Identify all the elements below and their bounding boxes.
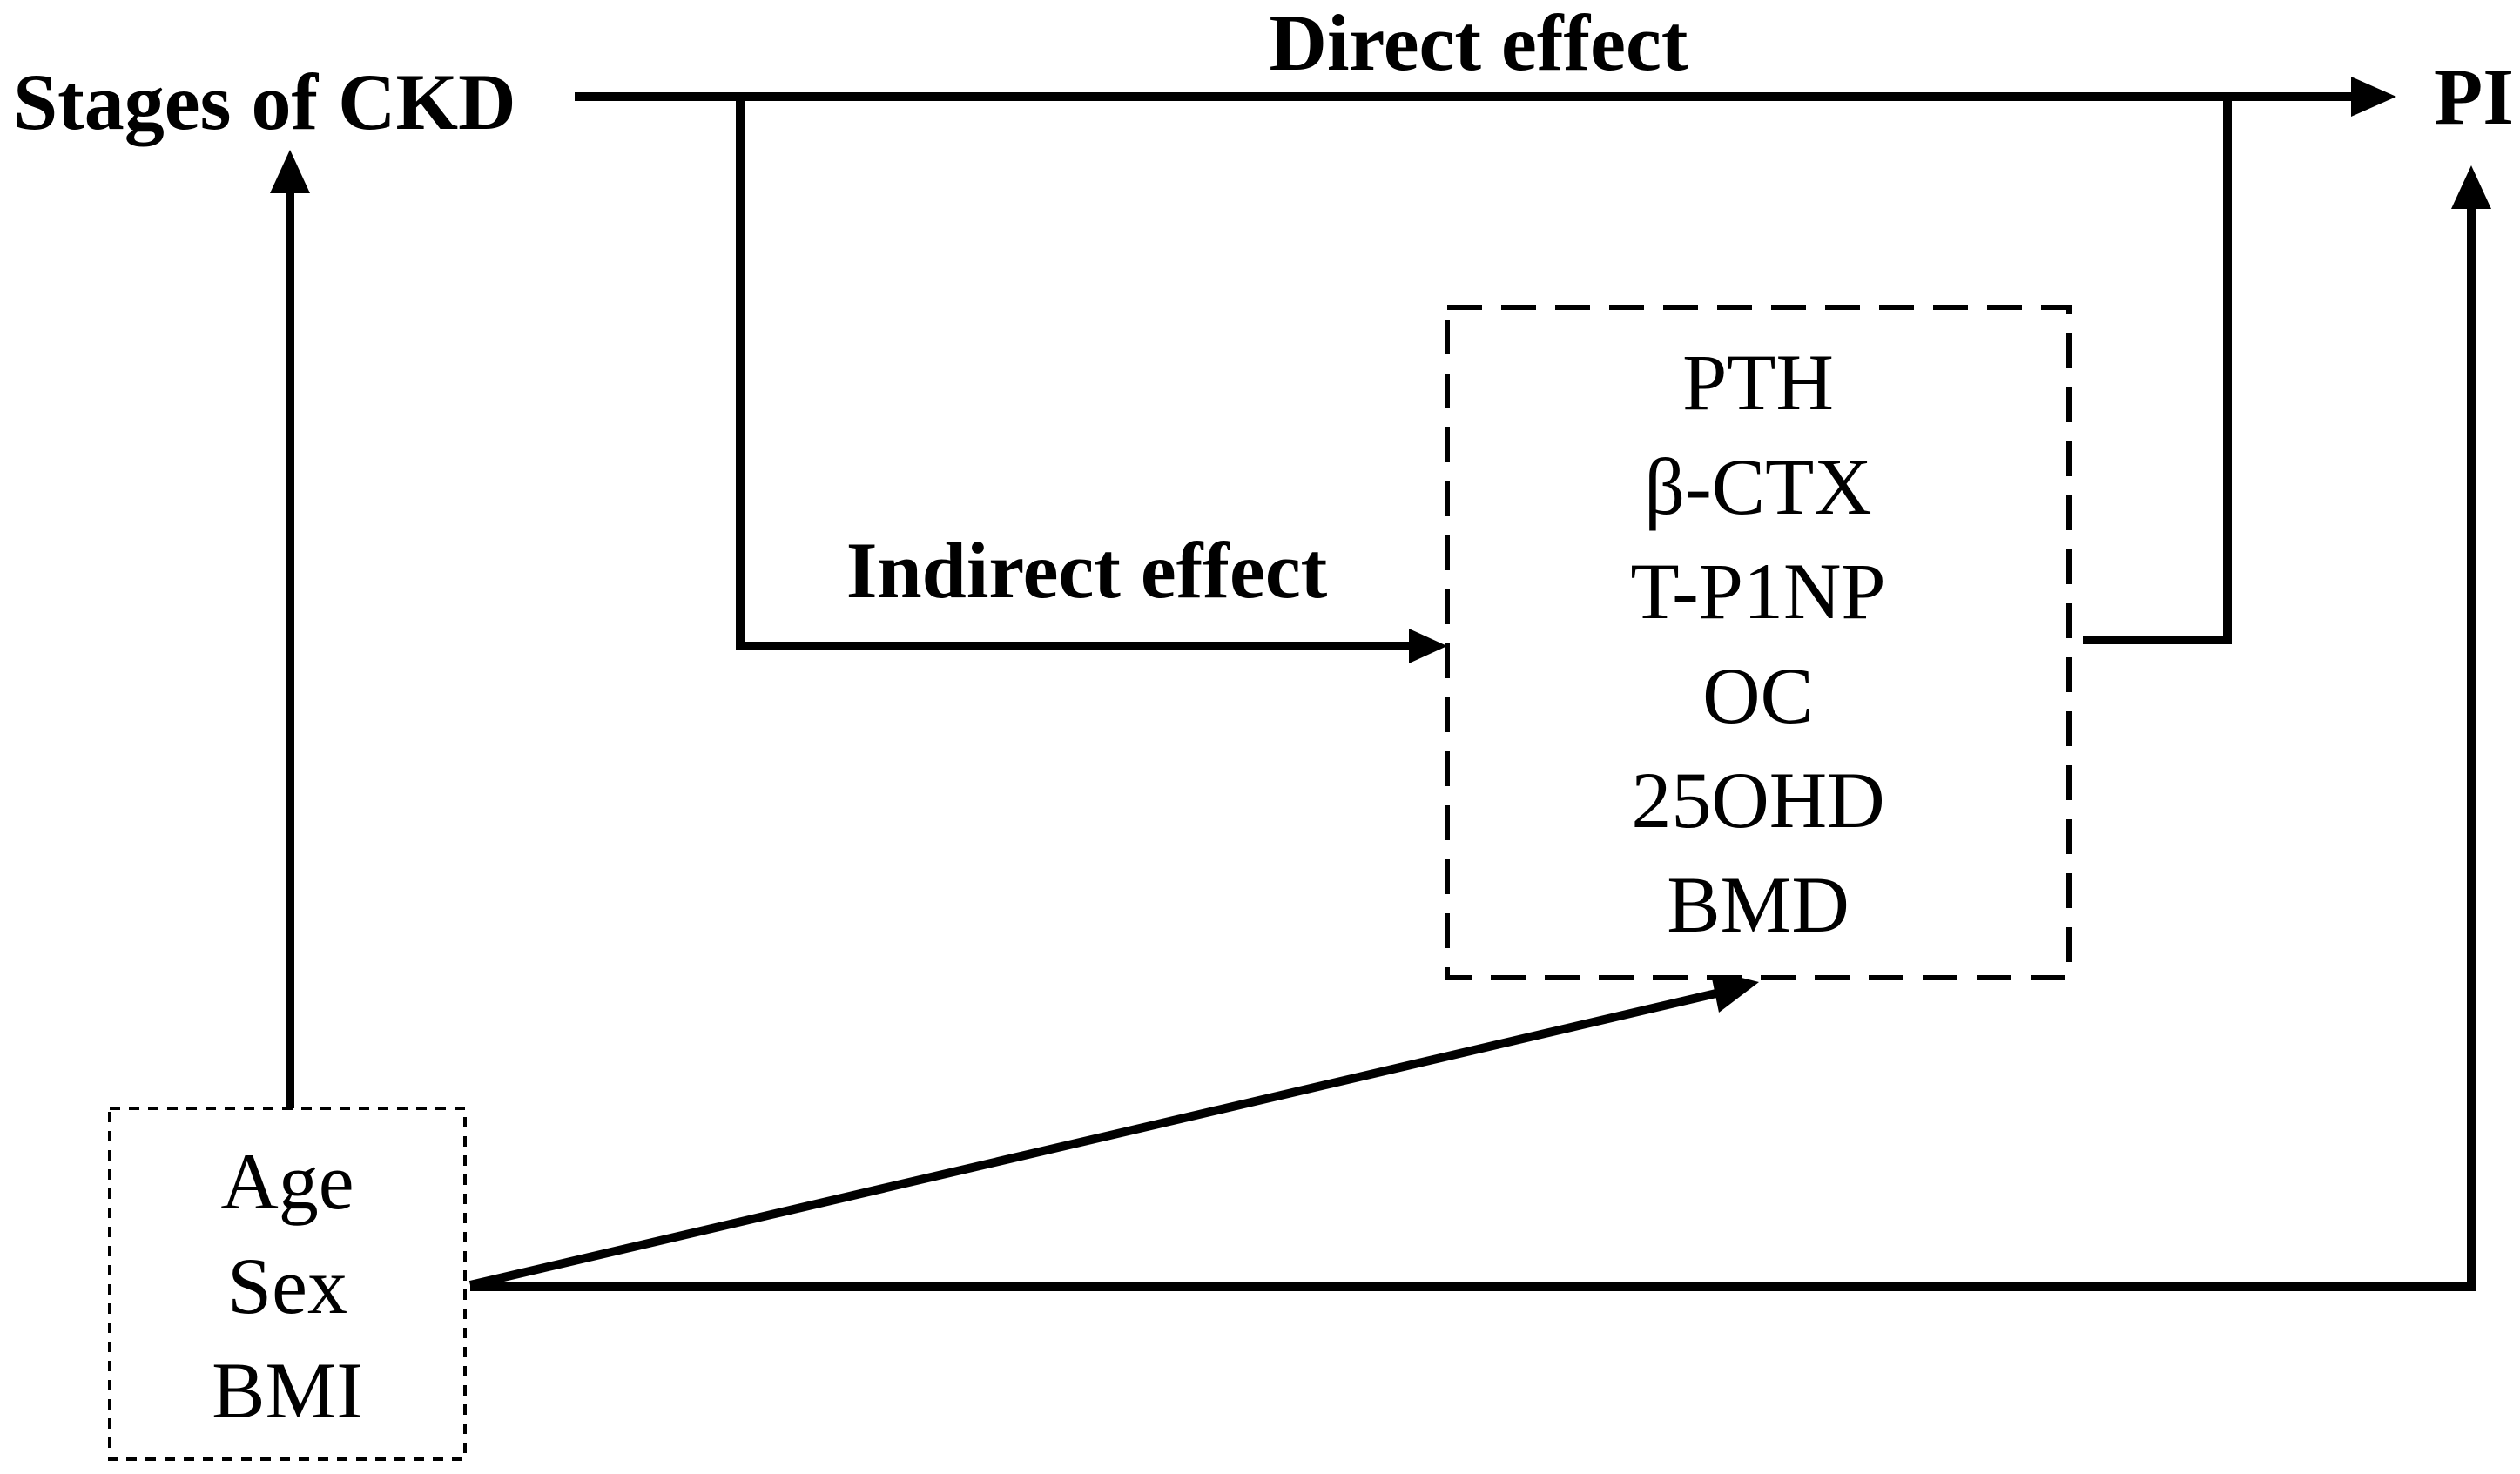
indirect-path-b-line <box>2083 97 2232 644</box>
covariates-box <box>108 1107 467 1461</box>
direct-effect-arrowhead <box>2351 77 2396 117</box>
indirect-path-a-line <box>736 97 1411 650</box>
covariate-item: Age <box>220 1137 354 1226</box>
indirect-path-a-arrowhead <box>1409 629 1447 663</box>
mediator-item: T-P1NP <box>1630 547 1885 636</box>
covariates-to-exposure-arrowhead <box>270 150 310 193</box>
covariate-item: Sex <box>227 1242 347 1330</box>
direct-effect-label: Direct effect <box>1270 0 1688 87</box>
outcome-label: PI <box>2434 52 2514 141</box>
mediator-item: β-CTX <box>1644 442 1871 531</box>
covariate-item: BMI <box>212 1346 363 1435</box>
indirect-effect-label: Indirect effect <box>846 526 1328 615</box>
mediators-box <box>1445 305 2072 980</box>
mediator-item: OC <box>1702 651 1814 740</box>
mediator-item: 25OHD <box>1631 756 1884 845</box>
mediator-item: PTH <box>1682 338 1834 427</box>
covariates-to-outcome-arrowhead <box>2451 165 2491 209</box>
covariates-to-mediators-line <box>468 988 1722 1289</box>
exposure-label: Stages of CKD <box>13 57 516 146</box>
covariates-to-outcome-line <box>470 209 2476 1291</box>
mediator-item: BMD <box>1667 860 1850 949</box>
covariates-to-mediators-arrowhead <box>1710 970 1759 1013</box>
